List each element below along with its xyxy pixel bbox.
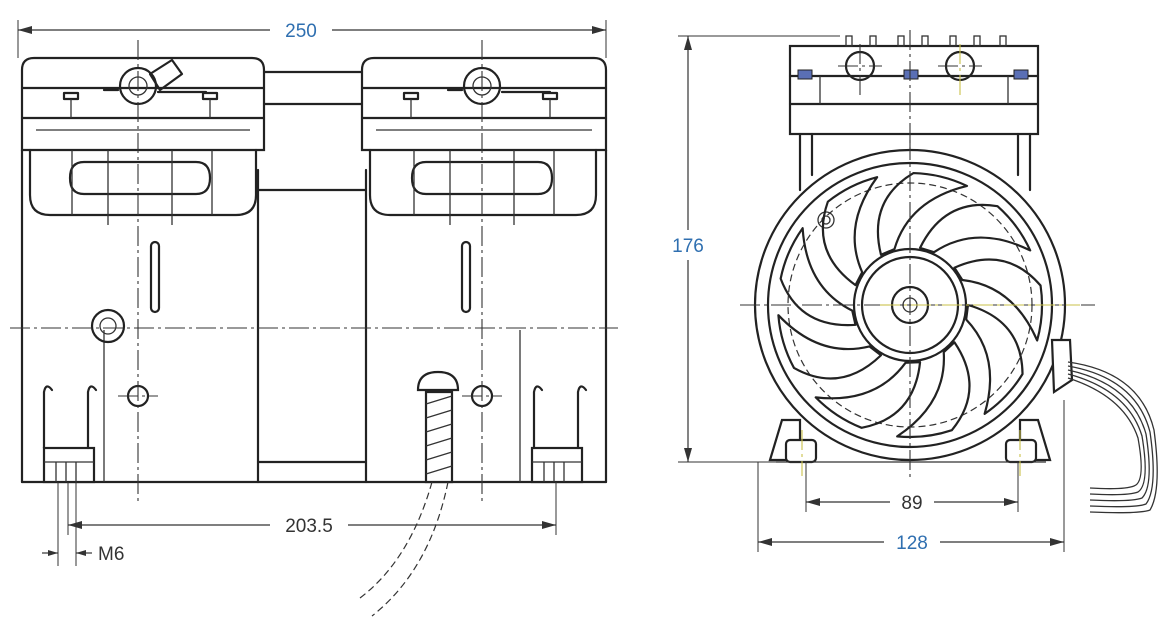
fan-blade — [953, 258, 1044, 342]
front-view: 250 203.5 M6 — [10, 15, 618, 617]
label-thread: M6 — [98, 544, 124, 565]
label-mount-spacing: 203.5 — [285, 516, 333, 537]
dimension-side-width: 128 — [757, 400, 1065, 556]
fan-blade — [965, 303, 1024, 415]
cable-gland — [359, 370, 460, 617]
label-overall-width: 250 — [285, 21, 317, 42]
label-overall-height: 176 — [672, 236, 704, 257]
label-side-width: 128 — [896, 533, 928, 554]
dimension-foot-spacing: 89 — [805, 462, 1019, 516]
side-head — [788, 30, 1040, 192]
fan-blade — [777, 314, 883, 380]
pump-body — [20, 148, 608, 484]
fan-blade — [821, 176, 879, 287]
fan-blade — [779, 227, 857, 327]
fan-blade — [918, 203, 1032, 254]
dimension-overall-width: 250 — [17, 15, 607, 58]
right-cylinder-head — [360, 56, 608, 225]
left-cylinder-head — [20, 56, 266, 225]
dimension-thread: M6 — [42, 482, 124, 566]
cable-wires — [1067, 361, 1158, 514]
fan-blade — [896, 341, 971, 439]
fan-blade — [814, 361, 922, 429]
dimension-overall-height: 176 — [664, 35, 840, 463]
label-foot-spacing: 89 — [901, 493, 922, 514]
dimension-mount-spacing: 203.5 — [67, 482, 557, 539]
side-view: 176 89 128 — [664, 30, 1158, 556]
